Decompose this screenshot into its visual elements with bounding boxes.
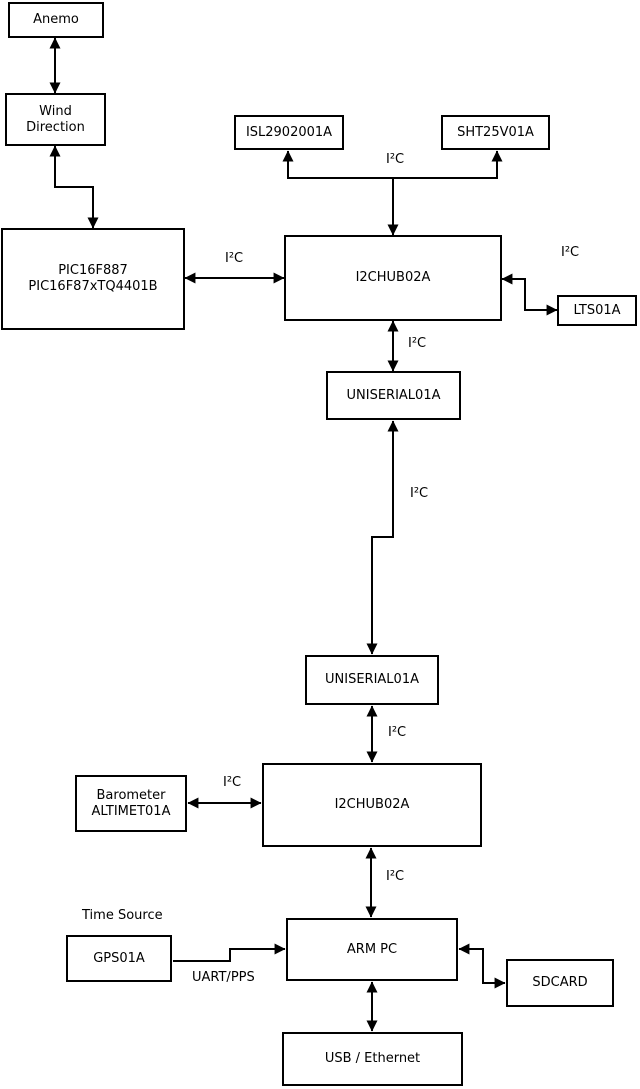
- node-label: I2CHUB02A: [334, 797, 410, 813]
- node-lts01a: LTS01A: [557, 295, 637, 326]
- node-uniserial-1: UNISERIAL01A: [326, 371, 461, 420]
- node-label: Barometer: [96, 787, 166, 803]
- node-label: SHT25V01A: [457, 124, 534, 140]
- label-i2c-uniserial-link: I²C: [410, 486, 429, 501]
- connector-gps-armpc: [173, 943, 286, 962]
- node-label: UNISERIAL01A: [325, 672, 419, 688]
- node-sht25v01a: SHT25V01A: [441, 115, 550, 150]
- node-label: GPS01A: [93, 950, 145, 966]
- node-label: LTS01A: [573, 302, 621, 318]
- label-i2c-hub1-lts: I²C: [561, 245, 580, 260]
- node-anemo: Anemo: [8, 2, 104, 38]
- node-label: PIC16F887: [58, 263, 128, 279]
- label-i2c-sensors-branch: I²C: [386, 152, 405, 167]
- node-label: ARM PC: [346, 941, 398, 957]
- node-pic-microcontroller: PIC16F887 PIC16F87xTQ4401B: [1, 228, 185, 330]
- node-barometer: Barometer ALTIMET01A: [75, 775, 187, 832]
- node-arm-pc: ARM PC: [286, 918, 458, 981]
- node-sdcard: SDCARD: [506, 959, 614, 1007]
- node-label: PIC16F87xTQ4401B: [28, 279, 158, 294]
- connector-armpc-sdcard: [458, 943, 506, 989]
- node-isl2902001a: ISL2902001A: [234, 115, 344, 150]
- label-time-source: Time Source: [82, 908, 163, 923]
- label-i2c-uniserial2-hub2: I²C: [388, 725, 407, 740]
- connector-hub1-lts: [501, 273, 558, 316]
- node-i2c-hub-1: I2CHUB02A: [284, 235, 502, 321]
- node-label: Wind: [39, 103, 72, 119]
- node-label: SDCARD: [532, 975, 588, 991]
- connector-isl-sht-branch: [282, 150, 503, 179]
- node-label: Anemo: [33, 12, 79, 28]
- label-uart-pps: UART/PPS: [192, 970, 255, 985]
- node-i2c-hub-2: I2CHUB02A: [262, 763, 482, 847]
- node-usb-ethernet: USB / Ethernet: [282, 1032, 463, 1086]
- label-i2c-pic-hub1: I²C: [225, 251, 244, 266]
- node-uniserial-2: UNISERIAL01A: [305, 655, 439, 705]
- node-gps01a: GPS01A: [66, 935, 172, 982]
- connector-wind-pic: [49, 145, 99, 229]
- label-i2c-hub2-armpc: I²C: [386, 869, 405, 884]
- node-label: ISL2902001A: [245, 124, 333, 140]
- node-label: USB / Ethernet: [324, 1051, 421, 1067]
- node-label: UNISERIAL01A: [346, 387, 441, 403]
- connector-uniserial1-uniserial2: [366, 420, 399, 655]
- label-i2c-hub1-uniserial1: I²C: [408, 336, 427, 351]
- node-wind-direction: Wind Direction: [5, 93, 106, 146]
- node-label: Direction: [26, 119, 85, 135]
- label-i2c-barometer-hub2: I²C: [223, 775, 242, 790]
- node-label: ALTIMET01A: [91, 803, 171, 819]
- node-label: I2CHUB02A: [355, 270, 431, 286]
